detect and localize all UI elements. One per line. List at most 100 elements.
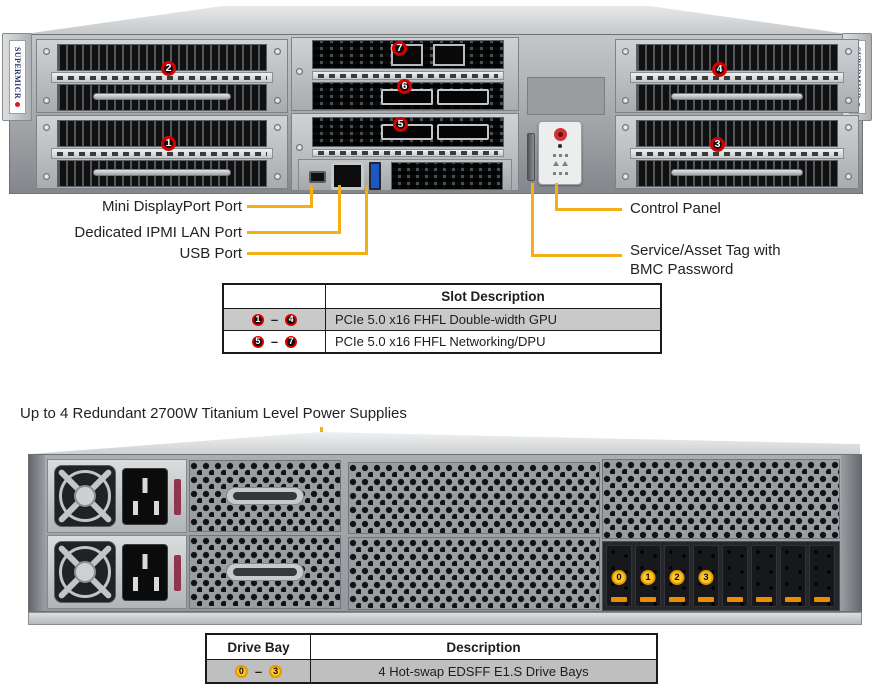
control-panel [538,121,582,185]
slot-badge-4: 4 [285,313,298,326]
psu-latch [174,555,181,591]
slot-range-cell: 5 – 7 [224,331,326,352]
slot-table: Slot Description 1 – 4 PCIe 5.0 x16 FHFL… [222,283,662,354]
drive-badge-3: 3 [698,570,714,585]
screw-icon [622,173,629,180]
vent-panel [348,537,600,610]
pcie-slot-bay-2 [36,39,288,113]
drive-latch [785,597,801,602]
qsfp-port [437,89,489,105]
label-mini-displayport: Mini DisplayPort Port [101,198,242,215]
drive-bay-row: 0 1 2 3 [602,541,840,611]
drive-latch [756,597,772,602]
drive-sled [751,545,777,607]
screw-icon [622,97,629,104]
slot-bracket [51,148,273,159]
screw-icon [296,144,303,151]
slot-description-cell: PCIe 5.0 x16 FHFL Double-width GPU [335,312,558,327]
slot-description-cell: PCIe 5.0 x16 FHFL Networking/DPU [335,334,546,349]
table-header-row: Drive Bay Description [207,635,656,659]
header-cell-drive-bay: Drive Bay [207,635,311,659]
psu-fan-icon [54,541,116,603]
slot-badge-5: 5 [251,335,264,348]
label-psu-caption: Up to 4 Redundant 2700W Titanium Level P… [20,405,407,422]
label-ipmi-lan: Dedicated IPMI LAN Port [74,224,242,241]
led-icons [552,169,568,175]
usb-port [369,162,381,190]
chassis-rear-panel: 0 1 2 3 [28,454,862,612]
power-button-icon [553,128,567,141]
reset-button-icon [558,144,562,148]
power-supply-1 [47,459,187,533]
slot-callout-3: 3 [710,137,725,152]
server-rear-bottom-view: 0 1 2 3 [28,430,862,626]
pcie-slot-bay-3 [615,115,859,189]
rj45-port [433,44,465,66]
screw-icon [845,97,852,104]
chassis-bottom-rail [28,612,862,625]
slot-range-cell: 1 – 4 [224,309,326,330]
mini-displayport-port [309,171,326,183]
screw-icon [274,48,281,55]
card-handle [671,93,803,100]
drive-latch [814,597,830,602]
header-cell-slot-description: Slot Description [441,289,545,304]
slot-callout-2: 2 [161,61,176,76]
network-card-slot-5 [312,117,504,147]
table-row-gpu-slots: 1 – 4 PCIe 5.0 x16 FHFL Double-width GPU [224,308,660,330]
drive-latch [640,597,656,602]
chassis-lid [17,6,855,35]
leader-line-service-tag [531,183,534,257]
label-service-tag-line1: Service/Asset Tag with [630,242,781,259]
drive-description-cell: 4 Hot-swap EDSFF E1.S Drive Bays [378,663,589,679]
io-ports-strip [298,159,512,191]
pcie-slot-bay-4 [615,39,859,113]
network-card-slot-7 [312,40,504,69]
header-cell-description: Description [446,639,521,655]
pcie-slot-bay-1 [36,115,288,189]
leader-line-minidp [310,185,313,208]
drive-sled-3: 3 [693,545,719,607]
vent-panel [602,459,840,539]
drive-badge-0: 0 [234,664,248,678]
range-dash: – [254,663,263,679]
psu-fan-icon [54,465,116,527]
screw-icon [622,124,629,131]
slot-badge-7: 7 [285,335,298,348]
led-icons [552,160,568,166]
drive-latch [669,597,685,602]
drive-sled-2: 2 [664,545,690,607]
label-service-tag: Service/Asset Tag with BMC Password [630,241,781,279]
drive-badge-2: 2 [669,570,685,585]
vent-grille [57,160,267,187]
ipmi-lan-port [331,162,364,190]
slot-bracket [630,72,844,83]
table-row-drive-bays: 0 – 3 4 Hot-swap EDSFF E1.S Drive Bays [207,659,656,682]
power-supply-2 [47,535,187,609]
chassis-side-wall [841,455,862,611]
control-section [521,37,613,191]
slot-callout-4: 4 [712,62,727,77]
slot-callout-6: 6 [397,79,412,94]
psu-latch [174,479,181,515]
screw-icon [43,173,50,180]
blank-psu-bay [189,460,341,532]
card-handle [671,169,803,176]
vent-grille [391,162,503,190]
blank-cover [527,77,605,115]
leader-line-lan [247,231,341,234]
leader-line-usb [247,252,368,255]
chassis-lid [30,432,860,454]
supermicro-logo: SUPERMICR [8,40,26,114]
chassis-rear-panel: SUPERMICR SUPERMICR [2,33,872,194]
leader-line-control-panel [555,208,622,211]
drive-sled [722,545,748,607]
drive-badge-0: 0 [611,570,627,585]
vent-panel [348,462,600,534]
leader-line-usb [365,185,368,255]
screw-icon [274,173,281,180]
slot-bracket [630,148,844,159]
screw-icon [43,48,50,55]
drive-sled [809,545,835,607]
